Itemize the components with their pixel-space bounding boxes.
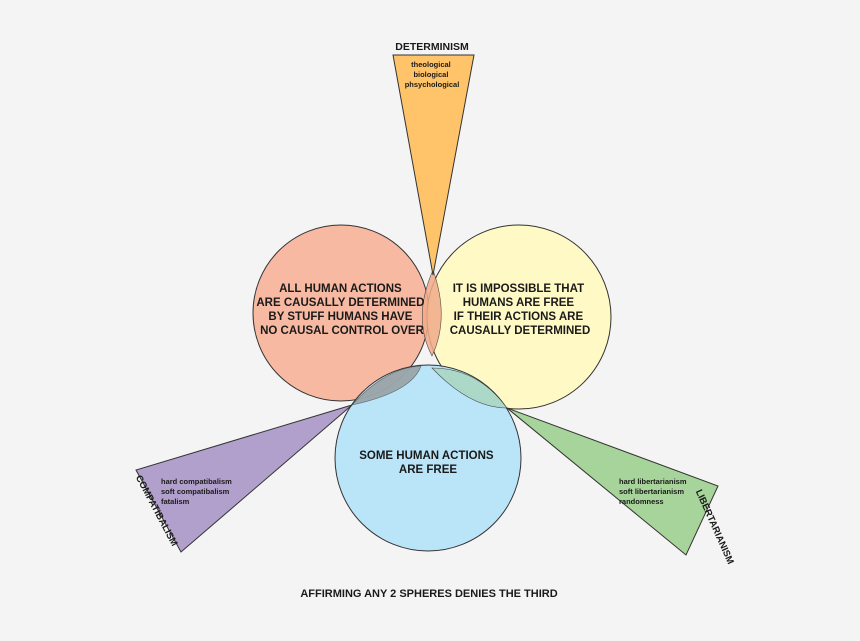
sphere-left-line: ARE CAUSALLY DETERMINED xyxy=(256,297,424,309)
sphere-left-text: ALL HUMAN ACTIONS ARE CAUSALLY DETERMINE… xyxy=(256,283,427,337)
compatibilism-item: fatalism xyxy=(161,497,190,506)
sphere-bottom-line: SOME HUMAN ACTIONS xyxy=(359,450,494,462)
wedge-libertarianism xyxy=(506,407,719,556)
libertarianism-items: hard libertarianism soft libertarianism … xyxy=(619,477,689,506)
overlap-left-right xyxy=(421,269,442,357)
sphere-left-line: BY STUFF HUMANS HAVE xyxy=(268,311,412,323)
determinism-item: biological xyxy=(413,70,448,79)
determinism-item: theological xyxy=(411,60,451,69)
determinism-items: theological biological phsychological xyxy=(405,60,460,89)
determinism-item: phsychological xyxy=(405,80,460,89)
libertarianism-item: randomness xyxy=(619,497,664,506)
sphere-left-line: NO CAUSAL CONTROL OVER xyxy=(260,325,424,337)
wedge-compatibilism xyxy=(135,404,353,553)
sphere-bottom-line: ARE FREE xyxy=(399,464,457,476)
compatibilism-items: hard compatibalism soft compatibalism fa… xyxy=(161,477,234,506)
sphere-right-line: IF THEIR ACTIONS ARE xyxy=(454,311,584,323)
sphere-right-text: IT IS IMPOSSIBLE THAT HUMANS ARE FREE IF… xyxy=(450,283,591,337)
overlap-left-bottom xyxy=(351,365,422,406)
libertarianism-item: hard libertarianism xyxy=(619,477,687,486)
sphere-left-line: ALL HUMAN ACTIONS xyxy=(279,283,402,295)
sphere-right-line: HUMANS ARE FREE xyxy=(463,297,575,309)
libertarianism-item: soft libertarianism xyxy=(619,487,684,496)
determinism-title: DETERMINISM xyxy=(395,41,469,53)
caption: AFFIRMING ANY 2 SPHERES DENIES THE THIRD xyxy=(300,588,557,600)
sphere-bottom-text: SOME HUMAN ACTIONS ARE FREE xyxy=(359,450,497,476)
compatibilism-item: soft compatibalism xyxy=(161,487,230,496)
sphere-freedom xyxy=(334,364,522,552)
sphere-right-line: CAUSALLY DETERMINED xyxy=(450,325,591,337)
sphere-right-line: IT IS IMPOSSIBLE THAT xyxy=(453,283,584,295)
compatibilism-item: hard compatibalism xyxy=(161,477,232,486)
wedge-determinism xyxy=(392,54,475,276)
